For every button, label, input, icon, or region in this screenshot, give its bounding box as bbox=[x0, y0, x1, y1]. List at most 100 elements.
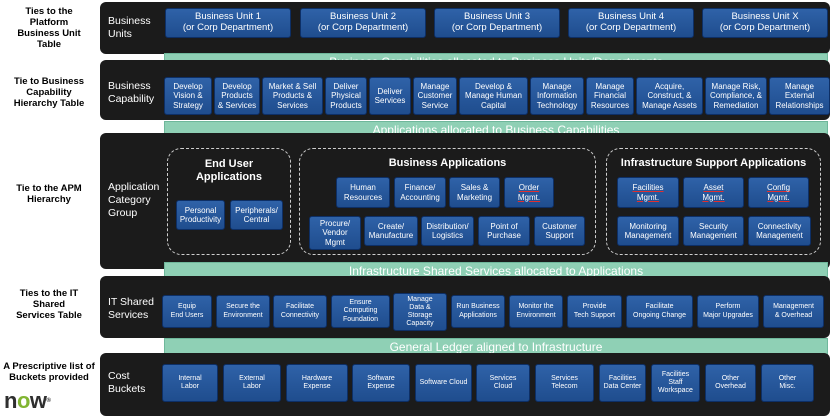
cost-bucket-10: Other Overhead bbox=[705, 364, 756, 402]
it-service-4-label: Ensure Computing Foundation bbox=[342, 299, 379, 323]
cost-bucket-1-label: Internal Labor bbox=[178, 374, 202, 390]
capability-11: Manage Risk, Compliance, & Remediation bbox=[705, 77, 767, 115]
business-apps-title: Business Applications bbox=[388, 157, 507, 169]
infra-app-3: Config Mgmt. bbox=[748, 177, 809, 208]
label-platform-table: Ties to the Platform Business Unit Table bbox=[17, 6, 81, 50]
infra-app-4: Monitoring Management bbox=[617, 216, 679, 246]
infra-app-1-label: Facilities Mgmt. bbox=[632, 183, 664, 202]
business-unit-5: Business Unit X (or Corp Department) bbox=[702, 8, 828, 38]
it-service-5: Manage Data & Storage Capacity bbox=[393, 293, 447, 331]
cost-bucket-7: Services Telecom bbox=[535, 364, 594, 402]
it-service-6: Run Business Applications bbox=[451, 295, 505, 328]
cost-bucket-11: Other Misc. bbox=[761, 364, 814, 402]
cost-buckets-title: Cost Buckets bbox=[108, 370, 146, 395]
business-unit-4: Business Unit 4 (or Corp Department) bbox=[568, 8, 694, 38]
cost-bucket-2: External Labor bbox=[223, 364, 281, 402]
it-service-7-label: Monitor the Environment bbox=[516, 303, 556, 319]
end-user-app-1-label: Personal Productivity bbox=[179, 205, 222, 224]
capability-1-label: Develop Vision & Strategy bbox=[173, 82, 203, 110]
cost-bucket-2-label: External Labor bbox=[239, 374, 265, 390]
capability-10: Acquire, Construct, & Manage Assets bbox=[636, 77, 703, 115]
business-app-6: Create/ Manufacture bbox=[364, 216, 418, 246]
capability-9-label: Manage Financial Resources bbox=[590, 82, 630, 110]
business-app-2-label: Finance/ Accounting bbox=[400, 183, 440, 202]
it-service-1: Equip End Users bbox=[162, 295, 212, 328]
capability-2-label: Develop Products & Services bbox=[217, 82, 257, 110]
business-app-7: Distribution/ Logistics bbox=[421, 216, 474, 246]
cost-bucket-3: Hardware Expense bbox=[286, 364, 348, 402]
capability-11-label: Manage Risk, Compliance, & Remediation bbox=[709, 82, 763, 110]
business-app-8-label: Point of Purchase bbox=[487, 221, 521, 240]
end-user-app-1: Personal Productivity bbox=[176, 200, 225, 230]
infra-apps-title: Infrastructure Support Applications bbox=[620, 157, 807, 169]
it-service-8: Provide Tech Support bbox=[567, 295, 622, 328]
application-group-title: Application Category Group bbox=[108, 181, 160, 219]
cost-bucket-1: Internal Labor bbox=[162, 364, 218, 402]
cost-bucket-3-label: Hardware Expense bbox=[301, 374, 333, 390]
it-service-3-label: Facilitate Connectivity bbox=[280, 303, 320, 319]
capability-5: Deliver Services bbox=[369, 77, 411, 115]
it-service-5-label: Manage Data & Storage Capacity bbox=[406, 295, 434, 328]
capability-4: Deliver Physical Products bbox=[325, 77, 367, 115]
cost-bucket-8: Facilities Data Center bbox=[599, 364, 646, 402]
ledger-bar: General Ledger aligned to Infrastructure bbox=[164, 338, 828, 357]
it-service-3: Facilitate Connectivity bbox=[273, 295, 327, 328]
it-service-11-label: Management & Overhead bbox=[773, 303, 814, 319]
it-service-2: Secure the Environment bbox=[216, 295, 270, 328]
cost-bucket-4: Software Expense bbox=[352, 364, 410, 402]
infra-app-6: Connectivity Management bbox=[748, 216, 811, 246]
it-service-4: Ensure Computing Foundation bbox=[331, 295, 390, 328]
business-unit-3-label: Business Unit 3 (or Corp Department) bbox=[451, 11, 543, 33]
capability-9: Manage Financial Resources bbox=[586, 77, 634, 115]
label-buckets: A Prescriptive list of Buckets provided bbox=[3, 361, 95, 383]
business-app-8: Point of Purchase bbox=[478, 216, 530, 246]
business-app-1: Human Resources bbox=[336, 177, 390, 208]
business-unit-2-label: Business Unit 2 (or Corp Department) bbox=[317, 11, 409, 33]
cost-bucket-5-label: Software Cloud bbox=[419, 378, 468, 386]
business-unit-1: Business Unit 1 (or Corp Department) bbox=[165, 8, 291, 38]
capability-7-label: Develop & Manage Human Capital bbox=[465, 82, 522, 110]
logo-letter-o: o bbox=[16, 388, 30, 413]
cost-bucket-4-label: Software Expense bbox=[367, 374, 395, 390]
business-apps-group bbox=[299, 148, 596, 255]
business-app-5-label: Procure/ Vendor Mgmt bbox=[319, 219, 351, 247]
infra-apps-group bbox=[606, 148, 821, 255]
logo-letter-n: n bbox=[4, 388, 17, 413]
capability-5-label: Deliver Services bbox=[374, 86, 406, 105]
business-app-1-label: Human Resources bbox=[343, 183, 383, 202]
infra-app-2-label: Asset Mgmt. bbox=[702, 183, 725, 202]
business-app-3-label: Sales & Marketing bbox=[456, 183, 493, 202]
business-app-7-label: Distribution/ Logistics bbox=[426, 221, 469, 240]
it-service-8-label: Provide Tech Support bbox=[573, 303, 616, 319]
business-app-3: Sales & Marketing bbox=[449, 177, 500, 208]
it-service-11: Management & Overhead bbox=[763, 295, 824, 328]
cost-bucket-5: Software Cloud bbox=[415, 364, 472, 402]
capability-10-label: Acquire, Construct, & Manage Assets bbox=[642, 82, 697, 110]
business-app-9: Customer Support bbox=[534, 216, 585, 246]
business-unit-4-label: Business Unit 4 (or Corp Department) bbox=[585, 11, 677, 33]
label-it-shared-table: Ties to the IT Shared Services Table bbox=[16, 288, 82, 321]
business-units-title: Business Units bbox=[108, 15, 151, 40]
business-unit-3: Business Unit 3 (or Corp Department) bbox=[434, 8, 560, 38]
capability-2: Develop Products & Services bbox=[214, 77, 260, 115]
business-app-9-label: Customer Support bbox=[542, 221, 577, 240]
cost-bucket-6-label: Services Cloud bbox=[489, 374, 517, 390]
infra-app-1: Facilities Mgmt. bbox=[617, 177, 679, 208]
capability-8-label: Manage Information Technology bbox=[536, 82, 578, 110]
capability-7: Develop & Manage Human Capital bbox=[459, 77, 528, 115]
end-user-apps-group bbox=[167, 148, 291, 255]
it-shared-title: IT Shared Services bbox=[108, 296, 154, 321]
capability-3: Market & Sell Products & Services bbox=[262, 77, 323, 115]
business-app-6-label: Create/ Manufacture bbox=[368, 221, 414, 240]
business-app-4-label: Order Mgmt. bbox=[517, 183, 541, 202]
business-unit-1-label: Business Unit 1 (or Corp Department) bbox=[182, 11, 274, 33]
capability-1: Develop Vision & Strategy bbox=[164, 77, 212, 115]
capability-8: Manage Information Technology bbox=[530, 77, 584, 115]
cost-bucket-6: Services Cloud bbox=[476, 364, 530, 402]
it-service-6-label: Run Business Applications bbox=[456, 303, 500, 319]
label-capability-table: Tie to Business Capability Hierarchy Tab… bbox=[13, 76, 85, 109]
label-apm-hierarchy: Tie to the APM Hierarchy bbox=[16, 183, 82, 205]
capability-4-label: Deliver Physical Products bbox=[330, 82, 362, 110]
it-service-9-label: Facilitate Ongoing Change bbox=[633, 303, 686, 319]
logo-letter-w: w bbox=[29, 388, 47, 413]
